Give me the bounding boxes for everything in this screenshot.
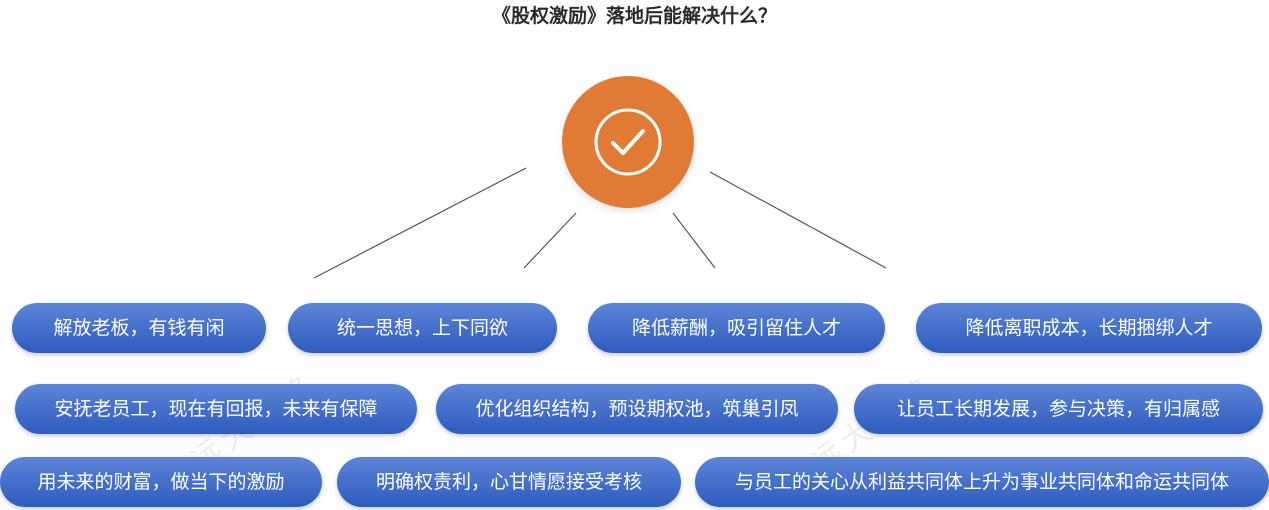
connector-line — [313, 167, 527, 279]
page-title: 《股权激励》落地后能解决什么？ — [491, 5, 777, 27]
connector-line — [672, 212, 716, 269]
connector-line — [523, 212, 577, 269]
benefit-pill: 安抚老员工，现在有回报，未来有保障 — [15, 384, 417, 434]
benefit-pill: 让员工长期发展，参与决策，有归属感 — [854, 384, 1263, 434]
benefit-pill: 降低离职成本，长期捆绑人才 — [916, 303, 1262, 353]
benefit-pill: 优化组织结构，预设期权池，筑巢引凤 — [436, 384, 838, 434]
benefit-pill: 与员工的关心从利益共同体上升为事业共同体和命运共同体 — [695, 457, 1269, 507]
benefit-pill: 降低薪酬，吸引留住人才 — [588, 303, 885, 353]
check-circle-icon — [594, 108, 662, 176]
benefit-pill: 明确权责利，心甘情愿接受考核 — [337, 457, 681, 507]
center-hub — [562, 76, 694, 208]
benefit-pill: 用未来的财富，做当下的激励 — [0, 457, 322, 507]
connector-line — [709, 171, 887, 269]
benefit-pill: 解放老板，有钱有闲 — [12, 303, 266, 353]
benefit-pill: 统一思想，上下同欲 — [288, 303, 557, 353]
